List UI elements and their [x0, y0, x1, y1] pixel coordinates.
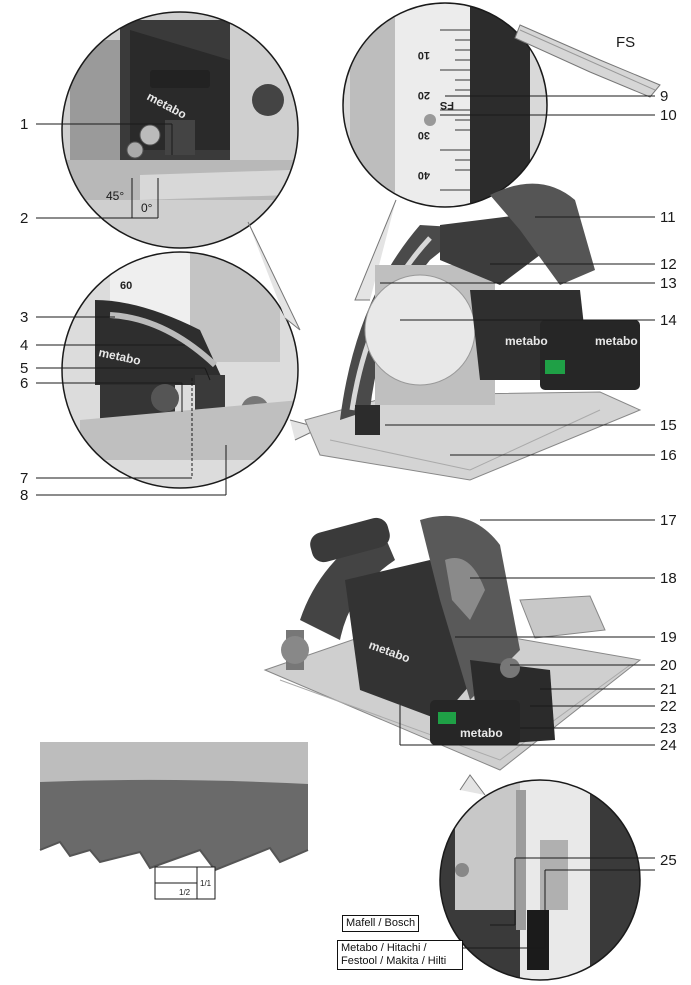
callout-24: 24	[660, 737, 677, 754]
detail-a-pointer	[247, 221, 301, 331]
callout-21: 21	[660, 681, 677, 698]
blade-fraction-half: 1/2	[179, 888, 191, 897]
brand-text-battery1: metabo	[595, 334, 638, 348]
scale-number-10: 10	[418, 49, 430, 61]
detail-circle-bevel-scale: 60 metabo	[61, 251, 299, 489]
callout-3: 3	[20, 309, 28, 326]
angle-45-label: 45°	[106, 189, 124, 203]
callout-11: 11	[660, 209, 676, 226]
blade-teeth-photo: 1/2 1/1	[39, 742, 309, 905]
guide-rail-fs: FS	[514, 24, 661, 98]
callout-6: 6	[20, 375, 28, 392]
callout-9: 9	[660, 88, 668, 105]
label-other-brands-line2: Festool / Makita / Hilti	[341, 955, 447, 967]
callout-23: 23	[660, 720, 677, 737]
callout-2: 2	[20, 210, 28, 227]
plunge-saw-rear-view: metabo metabo	[263, 515, 642, 771]
detail-b-outline	[342, 2, 548, 208]
callout-25: 25	[660, 852, 677, 869]
callout-4: 4	[20, 337, 28, 354]
scale-number-30: 30	[418, 129, 430, 141]
callout-19: 19	[660, 629, 677, 646]
scale-number-20: 20	[418, 89, 430, 101]
callout-18: 18	[660, 570, 677, 587]
callout-10: 10	[660, 107, 677, 124]
callout-7: 7	[20, 470, 28, 487]
callout-20: 20	[660, 657, 677, 674]
detail-c-outline	[61, 251, 299, 489]
brand-text-saw1: metabo	[505, 334, 548, 348]
blade-fraction-full: 1/1	[200, 879, 212, 888]
detail-d-outline	[439, 779, 641, 981]
callout-8: 8	[20, 487, 28, 504]
angle-0-label: 0°	[141, 201, 153, 215]
callout-12: 12	[660, 256, 677, 273]
label-mafell-bosch: Mafell / Bosch	[342, 915, 420, 932]
label-other-brands: Metabo / Hitachi / Festool / Makita / Hi…	[337, 940, 463, 970]
scale-number-40: 40	[418, 169, 430, 181]
detail-b-pointer	[354, 199, 397, 301]
detail-d-pointer	[459, 774, 486, 796]
detail-circle-rail-compat	[439, 779, 641, 981]
callout-15: 15	[660, 417, 677, 434]
detail-circle-depth-scale: 10 20 30 40 FS	[342, 2, 548, 208]
callout-1: 1	[20, 116, 28, 133]
scale-fs-tag: FS	[440, 99, 454, 111]
label-other-brands-line1: Metabo / Hitachi /	[341, 942, 427, 954]
brand-text-battery2: metabo	[460, 726, 503, 740]
callout-14: 14	[660, 312, 677, 329]
rail-fs-label: FS	[616, 34, 635, 51]
detail-circle-bevel-detent: metabo 45° 0°	[61, 11, 299, 249]
bevel-scale-top: 60	[120, 280, 132, 292]
callout-16: 16	[660, 447, 677, 464]
callout-13: 13	[660, 275, 677, 292]
detail-a-outline	[61, 11, 299, 249]
callout-leaders	[36, 95, 655, 949]
callout-22: 22	[660, 698, 677, 715]
callout-17: 17	[660, 512, 677, 529]
plunge-saw-side-view: metabo metabo	[304, 183, 642, 481]
callout-5: 5	[20, 360, 28, 377]
callout-numbers: 1 2 3 4 5 6 7 8 9 10 11 12 13 14 15 16 1…	[20, 88, 677, 869]
